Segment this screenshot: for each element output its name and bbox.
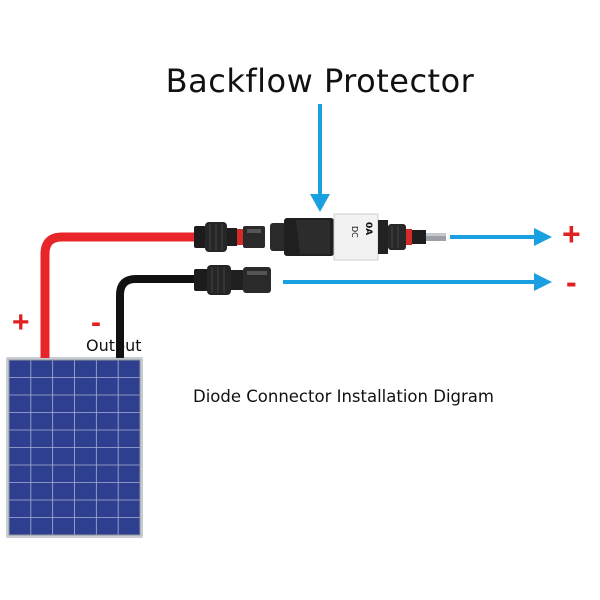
diagram-caption: Diode Connector Installation Digram — [193, 387, 494, 406]
negative-wire — [116, 275, 196, 358]
negative-mc4-connector — [194, 265, 271, 295]
output-negative-sign: - — [566, 264, 577, 300]
output-label: Output — [86, 336, 142, 355]
positive-mc4-connector — [194, 222, 265, 252]
output-positive-sign: + — [562, 216, 581, 252]
diode-type-label: DC — [350, 226, 359, 238]
negative-output-arrow-icon — [283, 273, 552, 291]
solar-panel — [6, 357, 143, 538]
diode-connector — [270, 213, 446, 261]
panel-positive-sign: + — [12, 306, 30, 339]
positive-output-arrow-icon — [450, 228, 552, 246]
page-title: Backflow Protector — [165, 62, 475, 100]
panel-negative-sign: - — [91, 306, 101, 339]
positive-wire — [40, 232, 196, 358]
diode-rating-label: 0A — [363, 222, 373, 235]
down-arrow-icon — [310, 104, 330, 212]
